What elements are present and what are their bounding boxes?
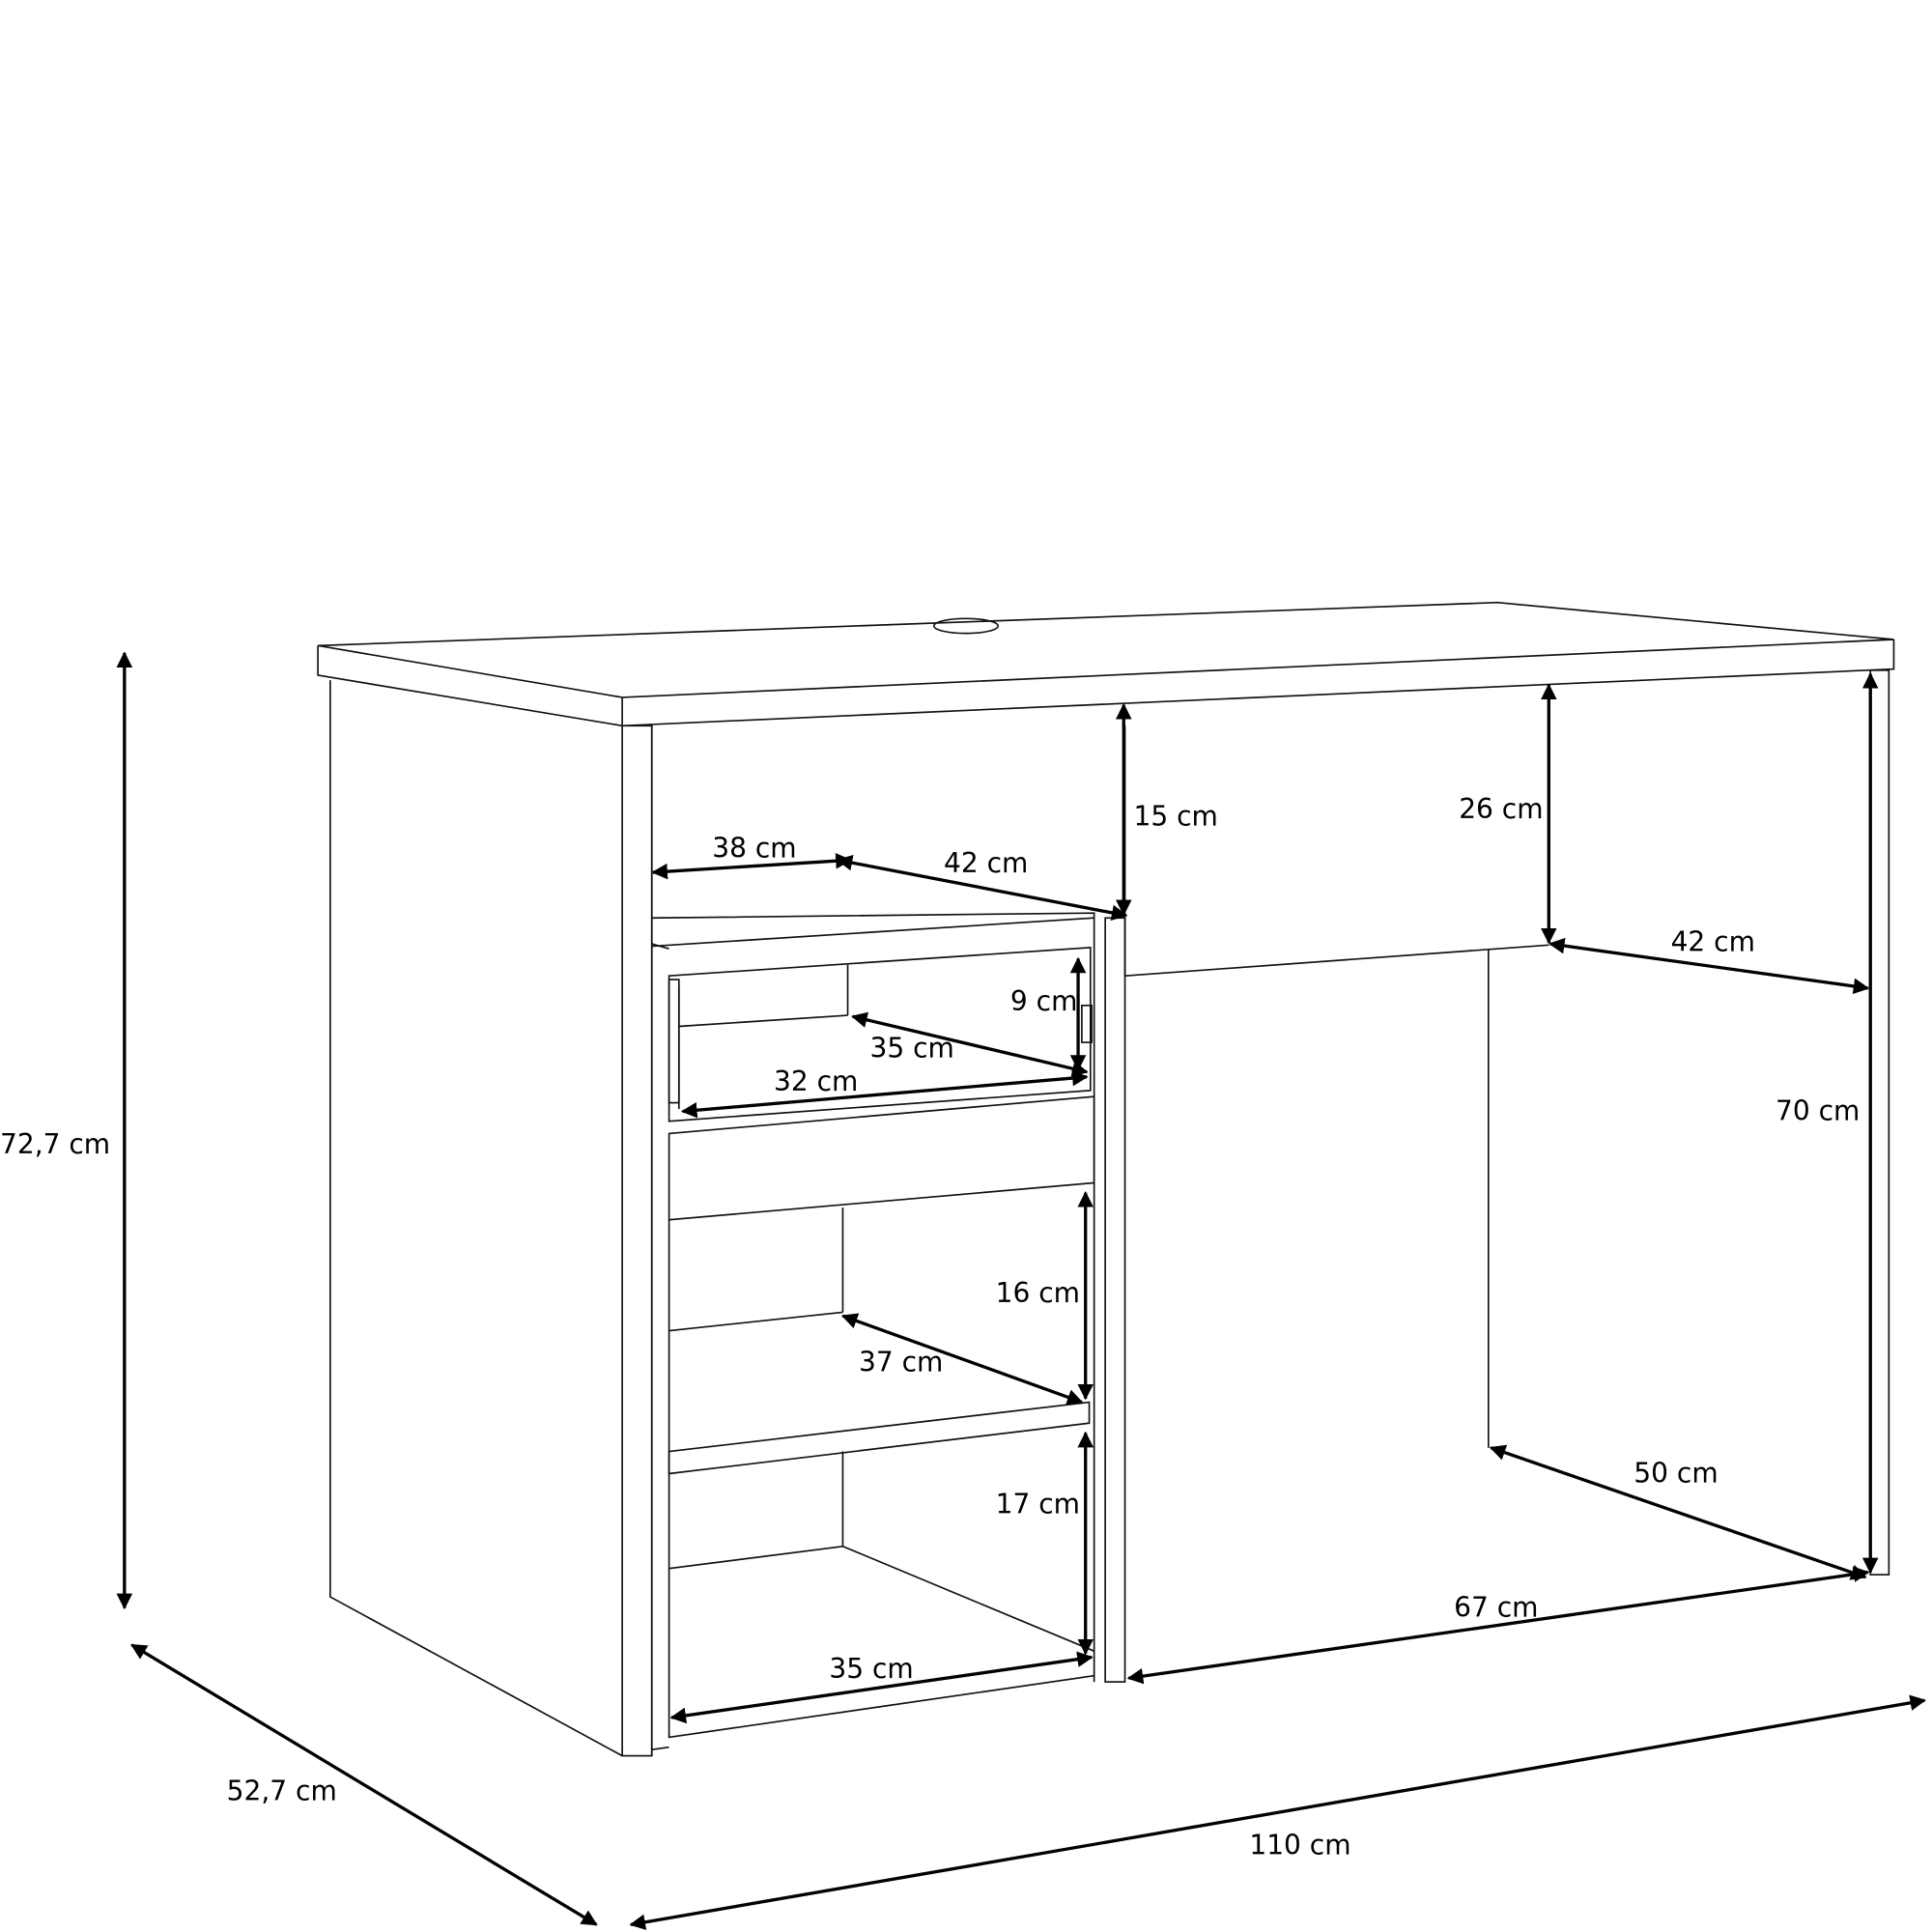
label-top-opening-depth: 42 cm	[944, 847, 1028, 879]
desk-outline	[317, 601, 1895, 1757]
label-knee-depth-bottom: 50 cm	[1634, 1457, 1718, 1489]
label-top-gap-height: 15 cm	[1133, 801, 1217, 833]
label-top-opening-width: 38 cm	[712, 833, 796, 865]
label-drawer-width: 32 cm	[774, 1065, 858, 1097]
dimension-labels: 72,7 cm 52,7 cm 110 cm 15 cm 26 cm 38 cm…	[0, 793, 1860, 1861]
label-drawer-depth: 35 cm	[870, 1032, 954, 1064]
label-knee-height: 70 cm	[1776, 1094, 1860, 1126]
label-bottom-shelf-width: 35 cm	[829, 1653, 913, 1685]
label-modesty-height: 26 cm	[1459, 793, 1543, 825]
label-middle-shelf-depth: 37 cm	[859, 1347, 943, 1378]
label-drawer-height: 9 cm	[1010, 985, 1078, 1017]
label-middle-shelf-height: 16 cm	[996, 1277, 1080, 1309]
label-total-depth: 52,7 cm	[227, 1776, 337, 1807]
cable-grommet	[933, 617, 999, 635]
label-knee-depth-top: 42 cm	[1671, 926, 1755, 958]
label-bottom-shelf-height: 17 cm	[996, 1488, 1080, 1520]
dimension-arrows	[116, 651, 1926, 1930]
label-knee-width: 67 cm	[1454, 1591, 1538, 1623]
label-total-height: 72,7 cm	[0, 1128, 110, 1160]
label-total-width: 110 cm	[1249, 1830, 1350, 1861]
